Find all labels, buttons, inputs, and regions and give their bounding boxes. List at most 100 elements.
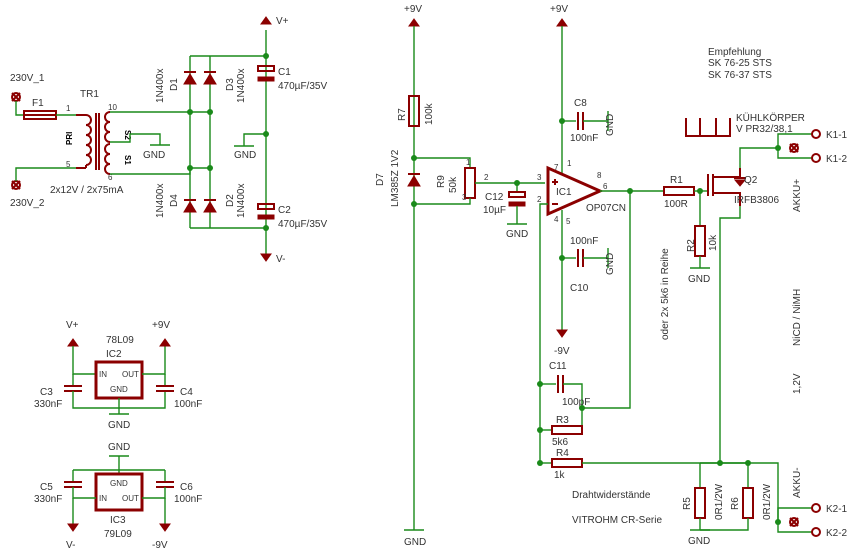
secondary-label-2: S2 [123,130,132,140]
c4-label: C4 [180,387,193,398]
opamp-pin6: 6 [603,182,608,191]
reg-neg-out: OUT [122,494,139,503]
c5-label: C5 [40,482,53,493]
diode-d3 [203,71,217,85]
fuse-label: F1 [32,98,44,109]
q2-type: IRFB3806 [734,195,779,206]
reg-neg-body [94,472,144,512]
input-pad-2 [11,180,21,190]
reg-neg-vin: V- [66,540,75,551]
r2-gnd: GND [688,274,710,285]
opamp-pin8: 8 [597,171,602,180]
c2-value: 470µF/35V [278,219,327,230]
reg-neg-gnd: GND [110,479,128,488]
r9-value: 50k [448,176,459,193]
reg-pos-type: 78L09 [106,335,134,346]
c11-label: C11 [549,361,567,372]
resistor-r5 [694,487,706,519]
shunt-gnd: GND [688,536,710,547]
heatsink-label: KÜHLKÖRPER [736,112,805,124]
voltage-label: 1,2V [792,373,803,394]
akku-minus-label: AKKU- [792,467,803,498]
c11-value: 100pF [562,397,590,408]
r2-note: oder 2x 5k6 in Reihe [660,248,671,340]
reg-neg-name: IC3 [110,515,126,526]
transformer-gnd: GND [143,150,165,161]
d4-type: 1N400x [155,184,166,218]
potentiometer-r9 [464,167,476,199]
opamp-ic1 [546,165,604,217]
opamp-vneg: -9V [554,346,570,357]
r3-value: 5k6 [552,437,569,448]
r9-pin2: 2 [484,173,489,182]
c2-label: C2 [278,205,291,216]
zener-d7 [407,175,421,187]
r9-label: R9 [436,175,447,188]
c12-value: 10µF [483,205,506,216]
k2-2-label: K2-2 [826,528,848,539]
c1-label: C1 [278,67,291,78]
reg-pos-gnd: GND [110,385,128,394]
bridge-vplus: V+ [276,16,289,27]
mosfet-q2 [707,168,747,206]
r4-label: R4 [556,448,569,459]
diode-d4 [183,199,197,213]
k2-1-label: K2-1 [826,504,848,515]
capacitor-c12 [508,191,526,198]
c6-value: 100nF [174,494,202,505]
opamp-supply: +9V [550,4,568,15]
r4-value: 1k [554,470,566,481]
r1-label: R1 [670,175,683,186]
r2-value: 10k [708,234,719,251]
d2-label: D2 [225,194,236,207]
transformer-name: TR1 [80,89,99,100]
transformer-rating: 2x12V / 2x75mA [50,185,124,196]
k1-1-label: K1-1 [826,130,848,141]
transformer-symbol [76,111,111,175]
positive-regulator: V+ 78L09 IC2 IN OUT GND +9V C3 330nF C4 … [34,320,202,431]
d2-type: 1N400x [236,184,247,218]
d1-label: D1 [169,78,180,91]
r6-label: R6 [730,497,741,510]
d3-label: D3 [225,78,236,91]
resistor-r4 [551,458,583,468]
opamp-pin4: 4 [554,215,559,224]
output-section: R1 100R Q2 IRFB3806 R2 10k GND oder 2x 5… [572,47,848,547]
resistor-r1 [663,186,695,196]
reg-pos-in: IN [99,370,107,379]
opamp-pin7: 7 [554,163,559,172]
c12-label: C12 [485,192,504,203]
opamp-name: IC1 [556,187,572,198]
heatsink-type: V PR32/38,1 [736,124,793,135]
connector-k2 [789,503,821,537]
ref-gnd: GND [404,537,426,548]
tr-pin6: 6 [108,173,113,182]
opamp-type: OP07CN [586,203,626,214]
d7-label: D7 [375,173,386,186]
r5-label: R5 [682,497,693,510]
diode-d2 [203,199,217,213]
c8-label: C8 [574,98,587,109]
r7-value: 100k [424,102,435,125]
input-label-1: 230V_1 [10,73,45,84]
c10-label: C10 [570,283,589,294]
resistor-r7 [408,95,420,127]
c3-label: C3 [40,387,53,398]
c8-gnd: GND [605,114,616,136]
reg-pos-vin: V+ [66,320,79,331]
input-label-2: 230V_2 [10,198,45,209]
input-pad-1 [11,92,21,102]
heatsink-symbol [685,118,731,137]
primary-label: PRI [65,132,74,145]
bridge-rectifier: 1N400x D1 D3 1N400x 1N400x D4 D2 1N400x … [155,16,327,265]
reg-neg-gnd-label: GND [108,442,130,453]
nicd-label: NiCD / NiMH [792,289,803,346]
reg-neg-vout: -9V [152,540,168,551]
negative-regulator: GND GND IN OUT C5 330nF C6 100nF IC3 79L… [34,442,202,551]
c3-value: 330nF [34,399,62,410]
secondary-label-1: S1 [123,155,132,165]
q2-label: Q2 [744,175,758,186]
c12-gnd: GND [506,229,528,240]
note-wire-resistors: Drahtwiderstände [572,490,651,501]
c1-value: 470µF/35V [278,81,327,92]
